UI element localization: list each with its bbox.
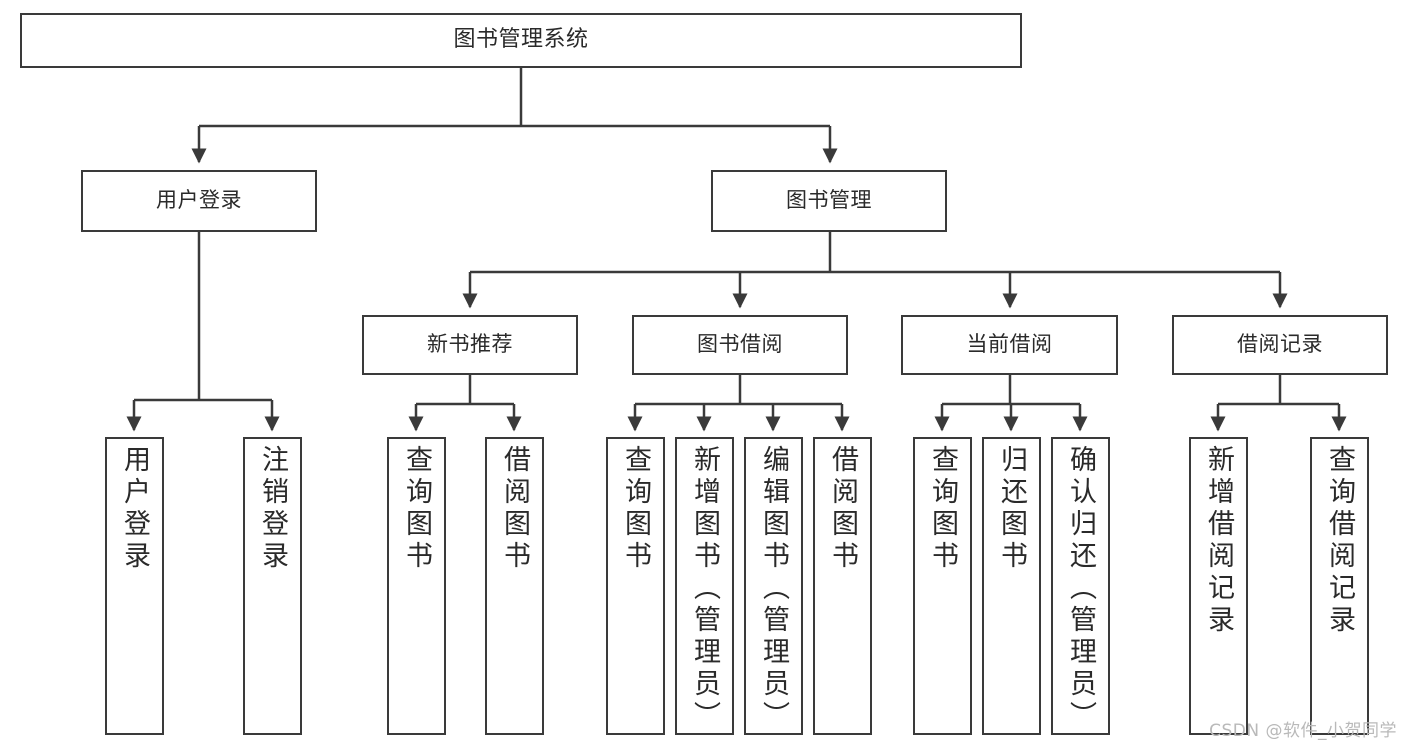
node-leaf-edit-book-admin[interactable]: 编辑图书（管理员） [744,437,803,735]
node-leaf-query-book-rec[interactable]: 查询图书 [387,437,446,735]
node-leaf-query-book-current[interactable]: 查询图书 [913,437,972,735]
node-leaf-query-book-borrow[interactable]: 查询图书 [606,437,665,735]
node-leaf-confirm-return-admin[interactable]: 确认归还（管理员） [1051,437,1110,735]
node-label: 查询图书 [401,445,432,573]
node-label: 用户登录 [119,445,150,573]
node-label: 查询图书 [620,445,651,573]
node-leaf-query-borrow-record[interactable]: 查询借阅记录 [1310,437,1369,735]
node-label: 归还图书 [996,445,1027,573]
node-leaf-return-book[interactable]: 归还图书 [982,437,1041,735]
node-label: 注销登录 [257,445,288,573]
node-label: 新增借阅记录 [1203,445,1234,637]
node-label: 图书借阅 [697,332,783,357]
node-label: 新增图书（管理员） [689,445,720,733]
node-label: 查询图书 [927,445,958,573]
node-user-login[interactable]: 用户登录 [81,170,317,232]
node-book-manage[interactable]: 图书管理 [711,170,947,232]
node-leaf-logout-login[interactable]: 注销登录 [243,437,302,735]
node-borrow-record[interactable]: 借阅记录 [1172,315,1388,375]
node-label: 借阅图书 [499,445,530,573]
node-label: 确认归还（管理员） [1065,445,1096,733]
node-label: 编辑图书（管理员） [758,445,789,733]
node-label: 借阅记录 [1237,332,1323,357]
node-leaf-user-login[interactable]: 用户登录 [105,437,164,735]
node-label: 用户登录 [156,188,242,213]
node-label: 查询借阅记录 [1324,445,1355,637]
node-current-borrow[interactable]: 当前借阅 [901,315,1118,375]
node-new-book-recommend[interactable]: 新书推荐 [362,315,578,375]
node-label: 当前借阅 [966,332,1053,357]
node-leaf-add-borrow-record[interactable]: 新增借阅记录 [1189,437,1248,735]
watermark-text: CSDN @软件_小贺同学 [1209,721,1397,741]
node-leaf-add-book-admin[interactable]: 新增图书（管理员） [675,437,734,735]
node-label: 图书管理系统 [453,27,589,53]
node-leaf-borrow-book-rec[interactable]: 借阅图书 [485,437,544,735]
node-label: 借阅图书 [827,445,858,573]
node-label: 新书推荐 [427,332,513,357]
node-root-system[interactable]: 图书管理系统 [20,13,1022,68]
node-label: 图书管理 [786,188,872,213]
node-book-borrow[interactable]: 图书借阅 [632,315,848,375]
node-leaf-borrow-book[interactable]: 借阅图书 [813,437,872,735]
